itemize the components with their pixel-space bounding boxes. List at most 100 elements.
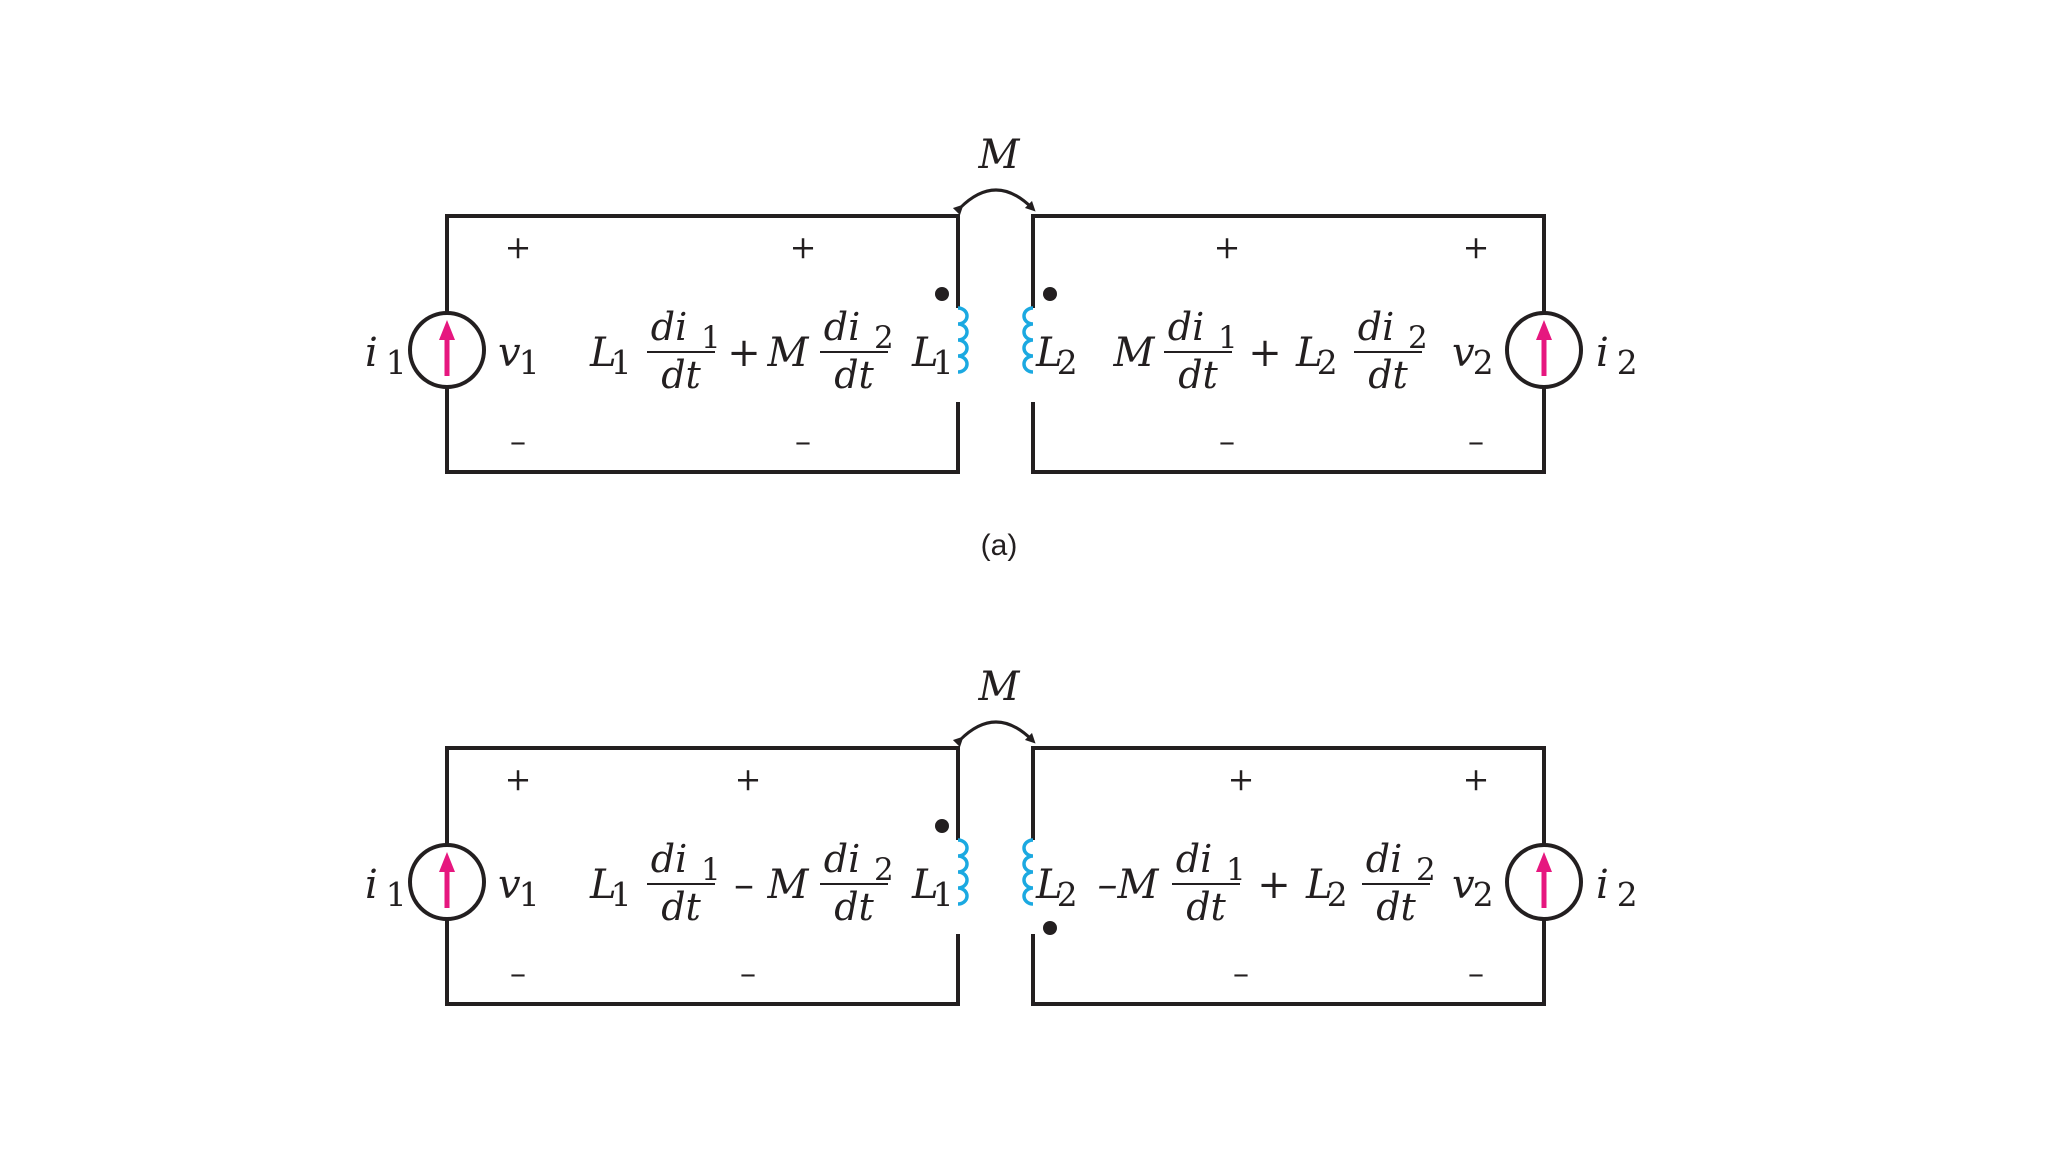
plus-sign: + xyxy=(505,228,532,266)
plus-sign: + xyxy=(735,760,762,798)
mutual-label: M xyxy=(978,132,1021,178)
plus-sign: + xyxy=(1228,760,1255,798)
right-operator: + xyxy=(1257,862,1291,908)
right-self-fraction-numerator: di xyxy=(1358,305,1394,349)
coil-label-l1-sub: 1 xyxy=(933,876,954,914)
coil-l2-icon xyxy=(1022,838,1034,906)
current-i1-sub: 1 xyxy=(386,876,407,914)
polarity-dot-left xyxy=(935,287,949,301)
voltage-v2: v2 xyxy=(1452,862,1494,914)
polarity-dot-left xyxy=(935,819,949,833)
left-operator: – xyxy=(734,862,754,908)
plus-sign: + xyxy=(1463,760,1490,798)
coil-l1-icon xyxy=(957,306,969,374)
minus-sign: – xyxy=(510,422,526,460)
voltage-v1-sub: 1 xyxy=(519,344,540,382)
voltage-v2-main: v xyxy=(1452,330,1475,376)
coil-l2-icon xyxy=(1022,306,1034,374)
plus-sign: + xyxy=(1463,228,1490,266)
right-source-arrow-icon xyxy=(1536,320,1552,340)
right-self-fraction-denominator: dt xyxy=(1368,353,1408,397)
coil-label-l1-main: L xyxy=(911,862,939,908)
right-self-inductance: L2 xyxy=(1295,330,1338,382)
right-self-inductance-main: L xyxy=(1305,862,1333,908)
right-self-fraction-numerator-sub: 2 xyxy=(1408,320,1428,356)
left-mutual-fraction-numerator-sub: 2 xyxy=(874,852,894,888)
right-mutual-fraction-denominator: dt xyxy=(1178,353,1218,397)
voltage-v1-sub: 1 xyxy=(519,876,540,914)
voltage-v1-main: v xyxy=(498,862,521,908)
right-mutual-fraction: di 1dt xyxy=(1164,305,1238,397)
coil-label-l1: L1 xyxy=(911,330,954,382)
right-mutual-fraction-numerator-sub: 1 xyxy=(1218,320,1238,356)
right-self-inductance-main: L xyxy=(1295,330,1323,376)
minus-sign: – xyxy=(1468,422,1484,460)
left-self-inductance-sub: 1 xyxy=(611,876,632,914)
right-self-fraction-numerator: di xyxy=(1366,837,1402,881)
coil-label-l1-sub: 1 xyxy=(933,344,954,382)
current-i2-main: i xyxy=(1596,330,1609,376)
plus-sign: + xyxy=(1214,228,1241,266)
right-mutual-fraction-numerator-sub: 1 xyxy=(1226,852,1246,888)
right-self-fraction-numerator-sub: 2 xyxy=(1416,852,1436,888)
right-mutual-symbol: –M xyxy=(1098,862,1160,908)
mutual-coupling-arrow-icon xyxy=(952,188,1036,216)
right-self-inductance: L2 xyxy=(1305,862,1348,914)
right-self-fraction-denominator: dt xyxy=(1376,885,1416,929)
coil-label-l2-main: L xyxy=(1035,862,1063,908)
left-self-inductance-main: L xyxy=(589,330,617,376)
coil-label-l2-main: L xyxy=(1035,330,1063,376)
left-self-inductance: L1 xyxy=(589,862,632,914)
coil-label-l1-main: L xyxy=(911,330,939,376)
right-self-fraction: di 2dt xyxy=(1362,837,1436,929)
voltage-v1: v1 xyxy=(498,862,540,914)
left-self-fraction-denominator: dt xyxy=(661,353,701,397)
left-source-arrow-icon xyxy=(439,852,455,872)
left-mutual-symbol: M xyxy=(767,862,810,908)
voltage-v2-main: v xyxy=(1452,862,1475,908)
right-operator: + xyxy=(1248,330,1282,376)
left-self-inductance-sub: 1 xyxy=(611,344,632,382)
right-self-inductance-sub: 2 xyxy=(1317,344,1338,382)
minus-sign: – xyxy=(1233,954,1249,992)
minus-sign: – xyxy=(510,954,526,992)
left-operator: + xyxy=(727,330,761,376)
right-mutual-fraction-numerator: di xyxy=(1168,305,1204,349)
current-i1-main: i xyxy=(365,330,378,376)
voltage-v2: v2 xyxy=(1452,330,1494,382)
minus-sign: – xyxy=(1468,954,1484,992)
coil-label-l2-sub: 2 xyxy=(1057,344,1078,382)
current-i1-main: i xyxy=(365,862,378,908)
left-self-fraction-denominator: dt xyxy=(661,885,701,929)
coil-label-l2: L2 xyxy=(1035,862,1078,914)
left-self-inductance: L1 xyxy=(589,330,632,382)
coil-label-l2: L2 xyxy=(1035,330,1078,382)
voltage-v2-sub: 2 xyxy=(1473,876,1494,914)
voltage-v1: v1 xyxy=(498,330,540,382)
polarity-dot-right xyxy=(1043,921,1057,935)
left-mutual-symbol: M xyxy=(767,330,810,376)
minus-sign: – xyxy=(795,422,811,460)
voltage-v2-sub: 2 xyxy=(1473,344,1494,382)
polarity-dot-right xyxy=(1043,287,1057,301)
left-self-fraction-numerator-sub: 1 xyxy=(701,852,721,888)
right-self-inductance-sub: 2 xyxy=(1327,876,1348,914)
right-mutual-fraction-denominator: dt xyxy=(1186,885,1226,929)
left-mutual-fraction-denominator: dt xyxy=(834,885,874,929)
left-self-inductance-main: L xyxy=(589,862,617,908)
right-self-fraction: di 2dt xyxy=(1354,305,1428,397)
plus-sign: + xyxy=(505,760,532,798)
current-i2-sub: 2 xyxy=(1617,344,1638,382)
left-self-fraction-numerator-sub: 1 xyxy=(701,320,721,356)
mutual-label: M xyxy=(978,664,1021,710)
